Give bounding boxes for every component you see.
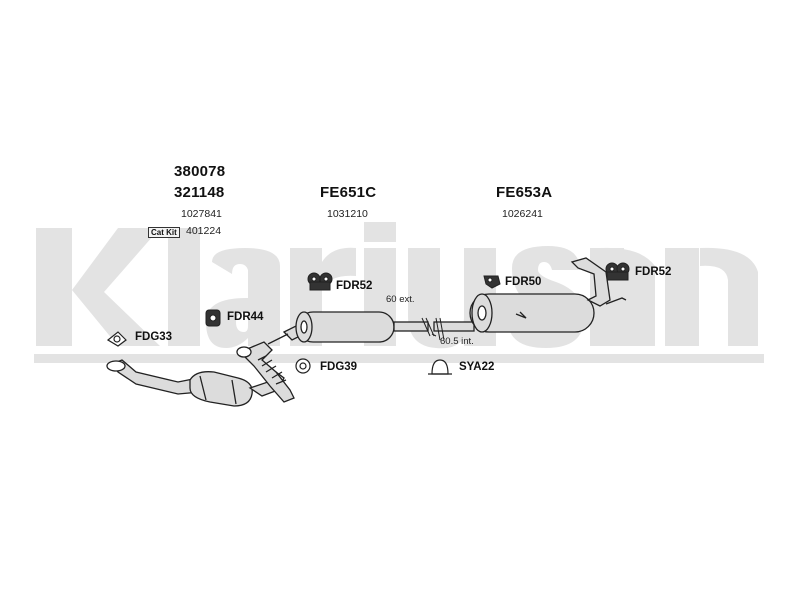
watermark-underline (34, 354, 764, 363)
part-code: 380078 (174, 163, 226, 180)
sya22-clamp-icon (428, 359, 452, 375)
fdr44-icon (205, 309, 221, 327)
fdg33-gasket-icon (106, 331, 127, 347)
fdr52-front-icon (307, 272, 333, 291)
part-ref: 1026241 (502, 208, 543, 220)
part-code: 321148 (174, 184, 225, 201)
fitting-label: FDR50 (505, 276, 542, 288)
cat-kit-ref: 401224 (186, 225, 222, 237)
part-code: FE653A (496, 184, 553, 201)
part-ref: 1031210 (327, 208, 368, 220)
fitting-label: FDR52 (635, 266, 672, 278)
rear-silencer[interactable] (469, 257, 627, 333)
dimension-int: 60.5 int. (440, 336, 474, 347)
fdr52-rear-icon (605, 262, 630, 281)
part-ref: 1027841 (181, 208, 222, 220)
part-code: FE651C (320, 184, 377, 201)
cat-kit-badge: Cat Kit (148, 227, 180, 238)
middle-silencer[interactable] (295, 311, 475, 343)
fdr50-icon (483, 275, 501, 289)
dimension-marks (421, 317, 445, 341)
fitting-label: FDR44 (227, 311, 264, 323)
fitting-label: FDR52 (336, 280, 373, 292)
fdg39-gasket-icon (295, 358, 311, 374)
fitting-label: FDG33 (135, 331, 173, 343)
dimension-ext: 60 ext. (386, 294, 415, 305)
fitting-label: SYA22 (459, 361, 495, 373)
fitting-label: FDG39 (320, 361, 358, 373)
